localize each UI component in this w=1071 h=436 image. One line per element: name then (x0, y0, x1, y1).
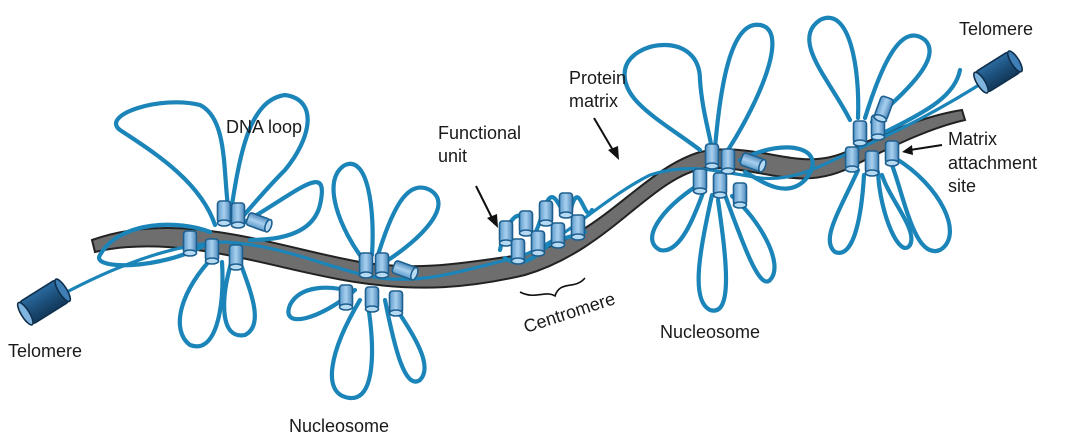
label-matrix-attachment-line2: attachment (948, 153, 1037, 173)
label-protein-matrix-line1: Protein (569, 68, 626, 88)
label-matrix-attachment-line1: Matrix (948, 129, 997, 149)
label-dna-loop: DNA loop (226, 117, 302, 137)
arrow-functional-unit (476, 186, 498, 228)
label-functional-unit-line2: unit (438, 146, 467, 166)
nucleosome-cylinder (184, 231, 197, 256)
label-protein-matrix-line2: matrix (569, 91, 618, 111)
label-matrix-attachment-line3: site (948, 176, 976, 196)
loop-cluster-4 (809, 18, 960, 253)
label-telomere-left: Telomere (8, 341, 82, 361)
telomere-left-cap (15, 277, 73, 327)
label-functional-unit-line1: Functional (438, 123, 521, 143)
arrow-protein-matrix (594, 118, 619, 160)
centromere-bracket (520, 278, 585, 296)
label-nucleosome-right: Nucleosome (660, 322, 760, 342)
telomere-right-cap (971, 49, 1024, 95)
arrow-matrix-attachment (902, 145, 942, 155)
label-telomere-right: Telomere (959, 19, 1033, 39)
label-nucleosome-left: Nucleosome (289, 416, 389, 436)
